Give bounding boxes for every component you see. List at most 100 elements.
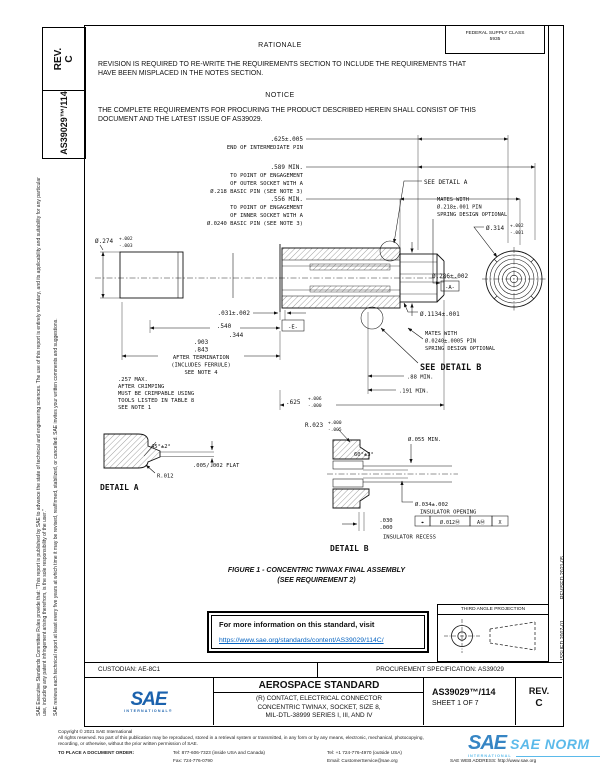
after-term-2: (INCLUDES FERRULE) [171, 363, 231, 369]
mates-inner-1: MATES WITH [425, 331, 457, 337]
fcf-position-symbol: ⌖ [421, 520, 424, 526]
rev-box-text: REV. C [53, 48, 75, 70]
mates-inner-2: Ø.0240±.0005 PIN [425, 338, 476, 345]
copyright-line: Copyright © 2021 SAE International [58, 729, 133, 734]
notice-body: THE COMPLETE REQUIREMENTS FOR PROCURING … [98, 106, 550, 124]
figure-caption-line2: (SEE REQUIREMENT 2) [277, 576, 356, 584]
rev-cell-value: C [535, 698, 543, 709]
detail-b-radius-main: R.023 [305, 422, 323, 429]
detail-b-recess-030: .030 [379, 518, 392, 524]
outer-engage-1: TO POINT OF ENGAGEMENT [230, 173, 304, 179]
figure-caption-line1: FIGURE 1 - CONCENTRIC TWINAX FINAL ASSEM… [227, 567, 406, 574]
dim-625-plus: +.006 [308, 396, 322, 402]
end-view [485, 250, 543, 308]
doc-number-vertical: AS39029™/114 [59, 91, 69, 155]
crimp-note-1: .257 MAX. [118, 377, 148, 383]
tel-inside: Tel: 877-606-7323 (inside USA and Canada… [173, 750, 265, 755]
detail-b-radius-plus: +.000 [328, 420, 342, 426]
custodian-cell: CUSTODIAN: AE-8C1 [98, 666, 161, 673]
datum-e: -E- [288, 324, 298, 330]
revised-date: REVISED 2021-05 [560, 556, 566, 600]
fcf-datum2: X [498, 520, 501, 526]
projection-symbol [444, 619, 536, 653]
rationale-line: REVISION IS REQUIRED TO RE-WRITE THE REQ… [98, 61, 467, 68]
inner-engage-2: OF INNER SOCKET WITH A [230, 213, 304, 219]
crimp-note-4: TOOLS LISTED IN TABLE 8 [118, 398, 194, 404]
after-term-3: SEE NOTE 4 [184, 370, 218, 376]
dim-903: .903 [194, 339, 209, 346]
tel-outside: Tel: +1 724-776-4970 (outside USA) [327, 750, 402, 755]
rights-line-2: recording, or otherwise, without the pri… [58, 740, 198, 746]
dim-end-pin: .625±.005 [270, 136, 303, 143]
rev-box: REV. C [42, 27, 86, 91]
projection-label: THIRD ANGLE PROJECTION [438, 605, 548, 615]
notice-title: NOTICE [265, 92, 295, 99]
dia-286-group: Ø.286±.002 -A- [410, 242, 469, 316]
rev-cell: REV. C [515, 678, 562, 725]
sae-logo: SAE [130, 688, 167, 710]
title-cell: AEROSPACE STANDARD (R) CONTACT, ELECTRIC… [213, 678, 424, 725]
logo-cell: SAE INTERNATIONAL® [84, 678, 213, 725]
watermark-rule [515, 755, 600, 757]
standard-title: (R) CONTACT, ELECTRICAL CONNECTOR CONCEN… [214, 693, 424, 721]
standard-title-line: MIL-DTL-38999 SERIES I, III, AND IV [265, 712, 373, 720]
technical-drawing: .625±.005 END OF INTERMEDIATE PIN .589 M… [95, 135, 546, 553]
mates-outer-1: MATES WITH [437, 197, 469, 203]
centerlines [95, 247, 546, 311]
dia-286: Ø.286±.002 [432, 273, 469, 280]
watermark-sae-logo: SAE [468, 732, 507, 754]
end-pin-label: END OF INTERMEDIATE PIN [227, 145, 303, 151]
rev-cell-label: REV. [528, 686, 550, 696]
outer-engage-3: Ø.218 BASIC PIN (SEE NOTE 3) [210, 188, 303, 195]
detail-b-dia-034: Ø.034±.002 [415, 501, 448, 508]
crimp-note-3: MUST BE CRIMPABLE USING [118, 391, 194, 397]
dim-556: .556 MIN. [270, 196, 303, 203]
dia-314-plus: +.002 [510, 223, 524, 229]
dia-314-main: Ø.314 [486, 225, 504, 232]
standard-title-line: CONCENTRIC TWINAX, SOCKET, SIZE 8, [257, 703, 381, 711]
datum-a: -A- [445, 285, 455, 291]
detail-b-insulator-opening: INSULATOR OPENING [420, 510, 476, 516]
detail-a: 45°±2° .005/.002 FLAT R.012 DETAIL A [100, 433, 240, 492]
mates-outer-2: Ø.218±.001 PIN [437, 204, 482, 211]
after-term-1: AFTER TERMINATION [173, 355, 229, 361]
bottom-dimensions: .031±.002 -E- .540 .344 .903 .843 AFTER … [118, 300, 445, 411]
crimp-note-5: SEE NOTE 1 [118, 405, 151, 411]
standard-link[interactable]: https://www.sae.org/standards/content/AS… [219, 637, 384, 644]
sae-norm-watermark: SAE SAE NORM INTERNATIONAL [468, 733, 600, 758]
callout-notes: SEE DETAIL A MATES WITH Ø.218±.001 PIN S… [360, 179, 524, 373]
dim-191: .191 MIN. [399, 389, 429, 395]
detail-a-flat: .005/.002 FLAT [193, 463, 240, 469]
supply-class-label: FEDERAL SUPPLY CLASS [465, 31, 525, 36]
watermark-norm-text: SAE NORM [510, 736, 590, 752]
revision-strip-line [548, 25, 549, 662]
detail-b: R.023 +.000 -.005 60°±3° Ø.055 MIN. Ø.03… [305, 420, 509, 553]
dim-540: .540 [217, 323, 232, 330]
doc-number-cell: AS39029™/114 SHEET 1 OF 7 [423, 678, 515, 725]
figure-caption: FIGURE 1 - CONCENTRIC TWINAX FINAL ASSEM… [84, 566, 549, 585]
dia-1134: Ø.1134±.001 [420, 311, 460, 318]
doc-number-box: AS39029™/114 [42, 88, 86, 159]
dim-344: .344 [229, 332, 244, 339]
rationale-line: HAVE BEEN MISPLACED IN THE NOTES SECTION… [98, 70, 264, 77]
detail-b-insulator-recess: INSULATOR RECESS [383, 535, 436, 541]
detail-b-dia-055: Ø.055 MIN. [408, 436, 441, 443]
email-line: Email: CustomerService@sae.org [327, 758, 398, 763]
rev-label: REV. [52, 47, 64, 71]
see-detail-b-label: SEE DETAIL B [420, 363, 481, 373]
fcf-tolerance: Ø.012Ⓜ [440, 519, 460, 526]
dim-88: .88 MIN. [407, 375, 434, 381]
crimp-barrel: Ø.274 +.002 -.003 [95, 236, 234, 299]
detail-a-title: DETAIL A [100, 483, 139, 492]
info-box-text: For more information on this standard, v… [219, 620, 375, 629]
dia-274-plus: +.002 [119, 236, 133, 242]
doc-number: AS39029™/114 [432, 687, 496, 697]
inner-engage-1: TO POINT OF ENGAGEMENT [230, 205, 304, 211]
drawing-frame [84, 25, 564, 727]
projection-box: THIRD ANGLE PROJECTION [437, 604, 549, 662]
standard-title-line: (R) CONTACT, ELECTRICAL CONNECTOR [256, 695, 382, 702]
crimp-note-2: AFTER CRIMPING [118, 384, 164, 390]
dim-625-minus: -.000 [308, 403, 322, 409]
standard-type-heading: AEROSPACE STANDARD [214, 678, 424, 693]
